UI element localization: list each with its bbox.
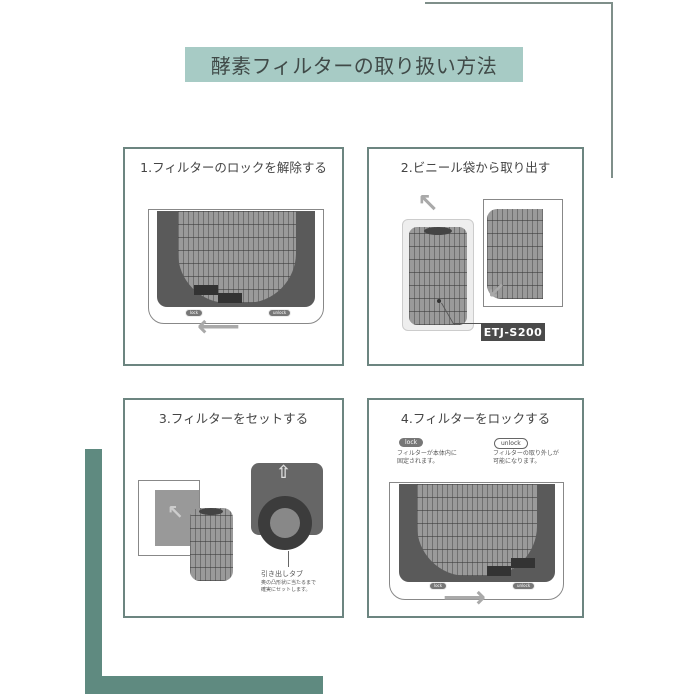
pull-tab-note: 確実にセットします。 xyxy=(261,587,311,593)
step-panel-4: 4.フィルターをロックする lock フィルターが本体内に 固定されます。 un… xyxy=(367,398,584,618)
model-number-badge: ETJ-S200 xyxy=(481,323,545,341)
lock-slot xyxy=(511,558,535,568)
unlock-description: 可能になります。 xyxy=(493,458,541,465)
unlock-label: unlock xyxy=(512,582,536,590)
lock-badge: lock xyxy=(399,438,424,447)
decorative-frame-line-top xyxy=(425,2,613,4)
step-title: 4.フィルターをロックする xyxy=(400,411,551,426)
page-title: 酵素フィルターの取り扱い方法 xyxy=(185,47,523,82)
pull-tab-note: 奥の凸形状に当たるまで xyxy=(261,580,317,586)
filter-top-opening xyxy=(199,508,223,515)
pull-tab-label: 引き出しタブ xyxy=(261,570,303,578)
step-panel-3: 3.フィルターをセットする ↖ ⇧ 引き出しタブ 奥の凸形状に当たるまで 確実に… xyxy=(123,398,344,618)
step-title: 2.ビニール袋から取り出す xyxy=(400,160,551,175)
arrow-up-out-icon: ↖ xyxy=(417,189,439,219)
filter-center xyxy=(270,508,300,538)
decorative-frame-line-right xyxy=(611,2,613,178)
lock-description: 固定されます。 xyxy=(397,458,439,465)
label-point xyxy=(437,299,441,303)
lock-description: フィルターが本体内に xyxy=(397,450,457,457)
filter-cylinder xyxy=(190,508,233,581)
filter-in-device xyxy=(487,209,543,299)
unlock-badge: unlock xyxy=(494,438,528,449)
step-title: 1.フィルターのロックを解除する xyxy=(140,160,327,175)
lock-label: lock xyxy=(185,309,204,317)
lock-slot xyxy=(487,566,511,576)
filter-cylinder xyxy=(409,227,467,325)
decorative-accent-bar-horizontal xyxy=(85,676,323,694)
lock-slot xyxy=(218,293,242,303)
arrow-right-icon: ⟶ xyxy=(443,580,487,615)
unlock-description: フィルターの取り外しが xyxy=(493,450,559,457)
step-title: 3.フィルターをセットする xyxy=(158,411,309,426)
lock-slot xyxy=(194,285,218,295)
step-panel-1: 1.フィルターのロックを解除する lock unlock ⟵ xyxy=(123,147,344,366)
arrow-up-icon: ⇧ xyxy=(276,462,292,483)
step-panel-2: 2.ビニール袋から取り出す ↖ ↙ ETJ-S200 xyxy=(367,147,584,366)
decorative-accent-bar-vertical xyxy=(85,449,102,694)
arrow-insert-icon: ↖ xyxy=(167,500,184,524)
arrow-down-left-icon: ↙ xyxy=(487,279,506,304)
leader-line xyxy=(288,551,289,567)
lock-label: lock xyxy=(429,582,448,590)
unlock-label: unlock xyxy=(268,309,292,317)
filter-top-opening xyxy=(424,227,452,235)
arrow-left-icon: ⟵ xyxy=(197,309,241,344)
